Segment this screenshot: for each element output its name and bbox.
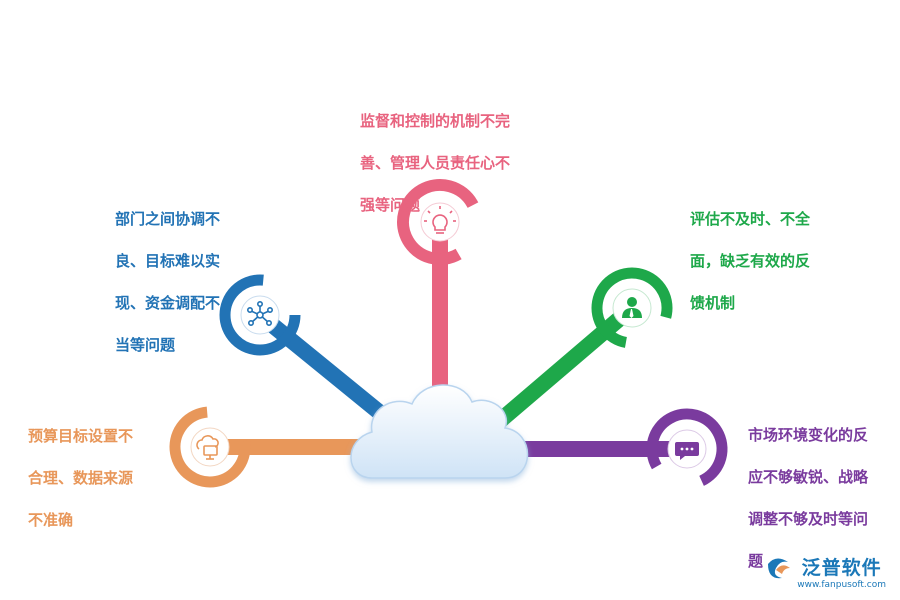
brand-url: www.fanpusoft.com	[797, 580, 886, 590]
spoke-coordination	[254, 308, 401, 432]
label-coordination: 部门之间协调不 良、目标难以实 现、资金调配不 当等问题	[115, 210, 221, 354]
network-nodes-icon	[247, 300, 273, 326]
label-supervision: 监督和控制的机制不完 善、管理人员责任心不 强等问题	[360, 112, 511, 214]
label-evaluation: 评估不及时、不全 面，缺乏有效的反 馈机制	[690, 210, 811, 312]
ring-supervision	[397, 179, 483, 265]
lightbulb-icon	[424, 206, 456, 234]
label-budget: 预算目标设置不 合理、数据来源 不准确	[28, 427, 134, 529]
chat-bubble-icon	[675, 442, 699, 460]
label-market: 市场环境变化的反 应不够敏锐、战略 调整不够及时等问 题	[748, 426, 869, 570]
central-cloud	[350, 384, 529, 479]
person-icon	[622, 297, 642, 318]
ring-budget	[169, 406, 251, 488]
brand-logo-icon	[768, 558, 790, 579]
brand: 泛普软件 www.fanpusoft.com	[797, 553, 886, 590]
cloud-computer-icon	[196, 435, 219, 460]
spoke-evaluation	[489, 301, 638, 432]
brand-name: 泛普软件	[801, 557, 882, 579]
